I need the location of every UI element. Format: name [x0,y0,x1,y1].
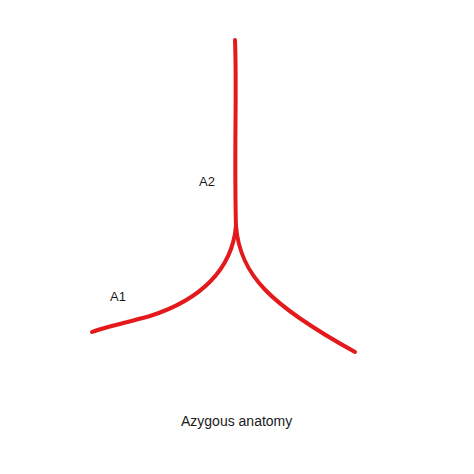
a2-segment [235,40,236,228]
a1-segment [92,226,236,332]
segment-label: A1 [110,289,126,305]
segment-label: A2 [199,174,215,190]
figure-caption: Azygous anatomy [181,413,292,430]
contralateral-segment [236,226,355,352]
